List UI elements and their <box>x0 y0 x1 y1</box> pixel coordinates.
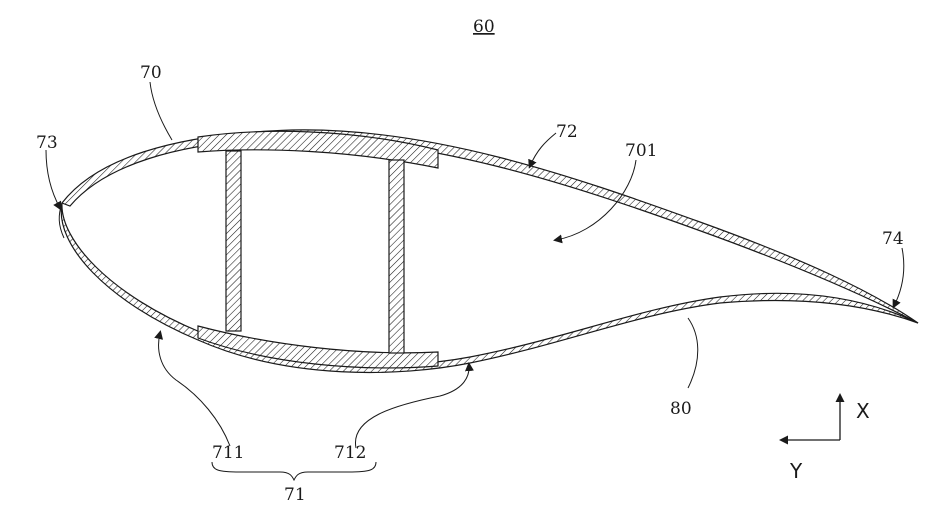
axis-x-label: X <box>856 399 870 423</box>
figure-number: 60 <box>473 17 495 37</box>
shear-web-1 <box>226 151 241 331</box>
brace-71 <box>212 462 376 480</box>
leader-712 <box>355 365 469 448</box>
label-72: 72 <box>556 122 578 142</box>
label-711: 711 <box>212 443 244 463</box>
label-701: 701 <box>625 141 657 161</box>
lower-shell <box>61 203 918 372</box>
leader-80 <box>688 318 698 388</box>
axis-y-label: Y <box>789 459 803 483</box>
label-74: 74 <box>882 229 904 249</box>
label-712: 712 <box>334 443 366 463</box>
leader-72 <box>530 133 556 166</box>
label-73: 73 <box>36 133 58 153</box>
label-80: 80 <box>670 399 692 419</box>
label-70: 70 <box>140 63 162 83</box>
shear-web-2 <box>389 160 404 353</box>
leader-73 <box>46 150 60 208</box>
leader-711 <box>159 333 230 446</box>
leader-70 <box>150 82 172 140</box>
label-71: 71 <box>284 485 306 505</box>
leader-74 <box>894 248 904 306</box>
